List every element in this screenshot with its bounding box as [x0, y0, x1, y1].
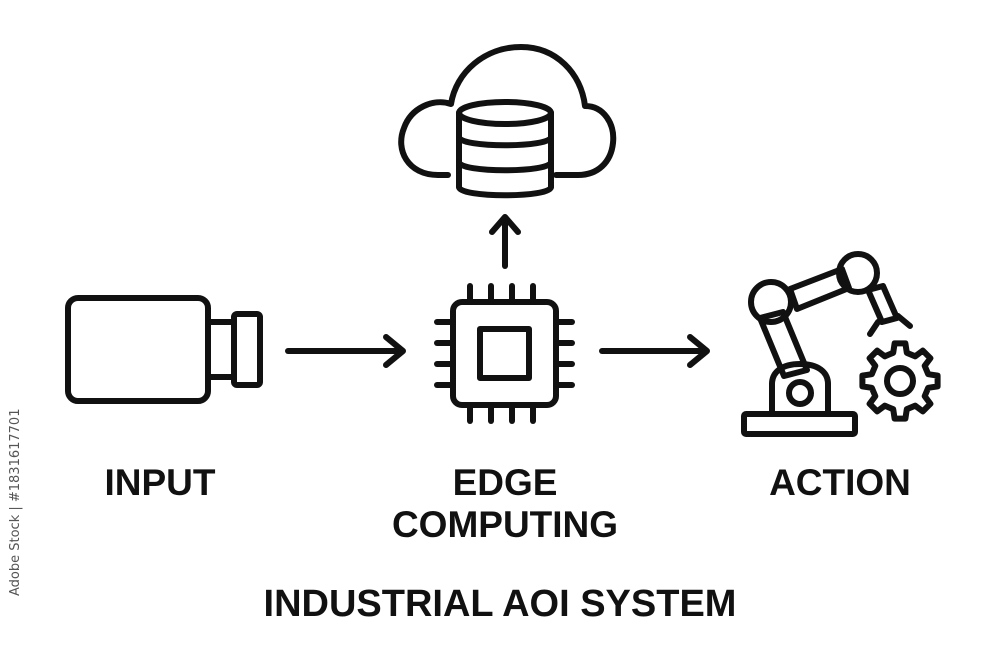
robot-forearm	[865, 283, 900, 325]
robot-shoulder-joint	[748, 279, 794, 325]
robot-gripper	[867, 313, 913, 337]
robot-base-joint	[786, 379, 814, 407]
input-label: INPUT	[104, 462, 216, 503]
gear-icon	[859, 340, 941, 422]
robot-base	[769, 361, 831, 417]
edge-label-line-1: EDGE	[452, 462, 558, 503]
robot-lower-arm	[757, 309, 810, 379]
robotic-arm-icon	[741, 251, 913, 437]
action-label: ACTION	[769, 462, 911, 503]
microchip-icon	[434, 283, 575, 424]
edge-label-line-2: COMPUTING	[391, 504, 619, 545]
edge-computing-label: EDGE COMPUTING	[370, 462, 640, 546]
robot-base-plate	[741, 411, 858, 437]
cloud-outline	[398, 44, 617, 178]
diagram-title: INDUSTRIAL AOI SYSTEM	[263, 583, 737, 625]
arrow-edge-to-cloud	[489, 214, 521, 269]
cloud-database-icon	[398, 44, 617, 199]
stock-id-text: Adobe Stock | #1831617701	[8, 408, 23, 596]
arrow-input-to-edge	[285, 334, 406, 368]
stock-watermark: Adobe Stock | #1831617701	[8, 409, 195, 611]
camera-icon	[65, 295, 263, 404]
robot-elbow-joint	[836, 251, 880, 295]
arrow-edge-to-action	[599, 334, 710, 368]
database-icon	[456, 99, 554, 199]
